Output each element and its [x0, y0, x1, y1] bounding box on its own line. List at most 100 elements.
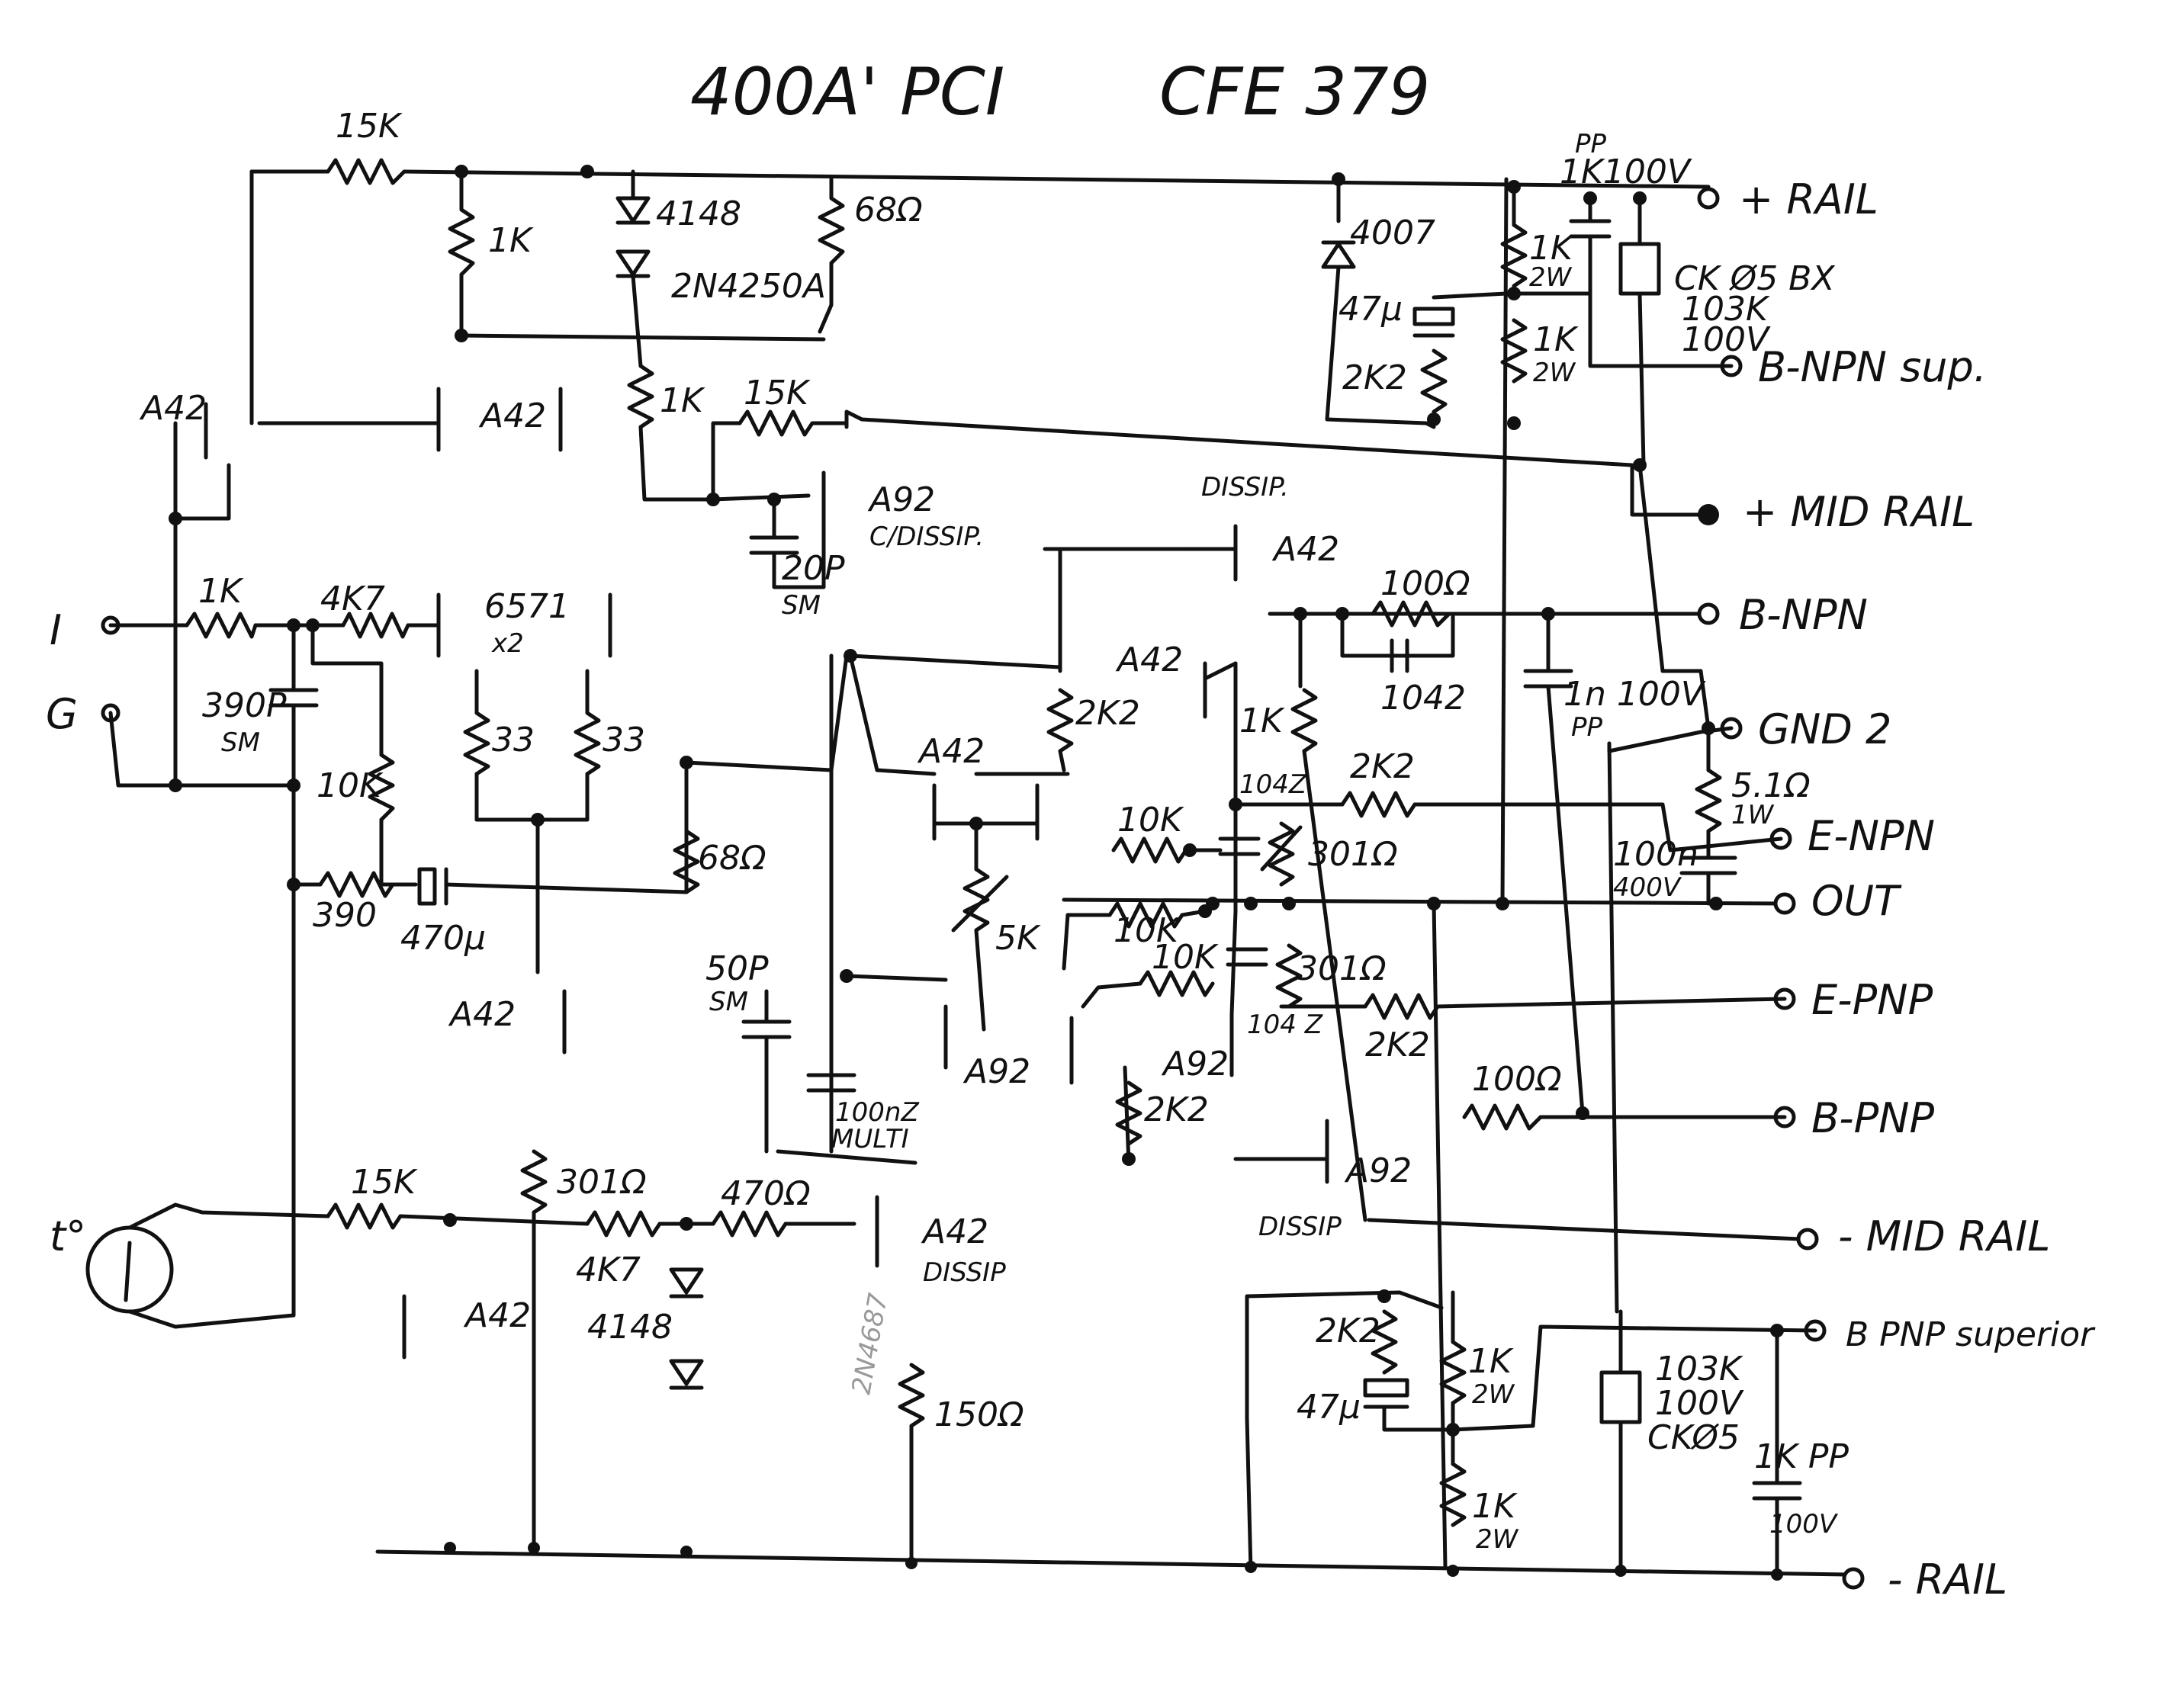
label-d-4148-bot: 4148	[587, 1308, 673, 1347]
resistor-1k-2w-a	[1500, 223, 1528, 288]
label-q-a42-bias: A42	[1115, 640, 1183, 679]
label-r-301-tail: 301Ω	[557, 1163, 647, 1202]
label-c-103k-bot: 103K	[1655, 1350, 1743, 1389]
differential-pair: 15K 1K A42 6571 x2 33 33 68	[326, 107, 849, 974]
label-r-2w-a: 2W	[1529, 262, 1573, 293]
resistor-2k2-bot-sup	[1371, 1309, 1398, 1375]
label-r-5-1: 5.1Ω	[1731, 766, 1811, 805]
label-plus-rail: + RAIL	[1739, 175, 1878, 223]
label-input-i: I	[50, 606, 62, 654]
resistor-10k-a	[1111, 836, 1188, 864]
label-r-150: 150Ω	[934, 1395, 1024, 1434]
resistor-15k-temp	[326, 1202, 403, 1230]
label-out: OUT	[1811, 877, 1902, 925]
label-c-390p-sm: SM	[221, 727, 260, 758]
resistor-2k2-vas	[1046, 688, 1074, 753]
label-e-npn: E-NPN	[1808, 812, 1935, 860]
resistor-2k2-e	[1290, 688, 1318, 753]
label-r-301-b: 301Ω	[1308, 835, 1398, 874]
diode-4148-a	[669, 1267, 704, 1295]
terminal-out[interactable]	[1773, 892, 1796, 915]
label-c-50p: 50P	[705, 949, 769, 988]
resistor-100-top	[1371, 600, 1451, 628]
diode-4148-top-b	[615, 249, 651, 277]
input-stage: 1K 4K7 390P SM 10K 390 470µ A42	[108, 389, 689, 1299]
label-d-4148-top: 4148	[656, 194, 741, 233]
terminal-minus-rail[interactable]	[1842, 1567, 1865, 1590]
label-b-pnp-superior: B PNP superior	[1846, 1315, 2096, 1354]
label-r-10k-a: 10K	[1117, 801, 1184, 840]
label-r-2k2-vas: 2K2	[1075, 694, 1140, 733]
label-c-400v: 400V	[1613, 872, 1682, 903]
resistor-1k-input	[185, 612, 258, 639]
label-c-104-2: 104 Z	[1247, 1010, 1323, 1040]
label-r-390: 390	[313, 896, 377, 935]
label-b-npn: B-NPN	[1739, 591, 1868, 639]
label-q-a42-driver-dissip: DISSIP	[923, 1257, 1006, 1288]
label-b-npn-sup: B-NPN sup.	[1758, 343, 1987, 391]
supply-top: 4007 47µ 2K2 1K 2W 1K 2W PP 1K100V CK Ø	[1321, 129, 1835, 730]
capacitor-47u-top	[1412, 307, 1455, 326]
resistor-15k-mid	[738, 409, 849, 437]
label-q-a42-tail: A42	[448, 995, 516, 1034]
label-c-pp-top: PP	[1575, 129, 1607, 159]
transistor-2n4250a	[818, 261, 834, 334]
label-temp: t°	[50, 1212, 86, 1260]
diode-4007	[1321, 242, 1356, 269]
resistor-2k2-bot	[1115, 1080, 1142, 1146]
label-c-100v-top: 100V	[1682, 320, 1771, 359]
label-r-10k-c: 10K	[1152, 938, 1219, 977]
resistor-15k-top	[326, 158, 407, 185]
label-r-2w-c: 2W	[1472, 1379, 1515, 1410]
label-r-68-right: 68Ω	[698, 839, 766, 878]
tail-current-source: A42 301Ω 15K 4K7 470Ω A42 4148	[85, 989, 856, 1554]
label-q-a42-temp: A42	[463, 1296, 531, 1335]
label-r-1w: 1W	[1731, 800, 1775, 830]
label-c-470u: 470µ	[400, 919, 486, 958]
label-q-2n4250a: 2N4250A	[671, 267, 826, 306]
terminal-plus-mid-rail[interactable]	[1698, 504, 1719, 525]
label-r-1k-input: 1K	[198, 572, 244, 611]
resistor-1k-2w-c	[1439, 1340, 1467, 1405]
potentiometer-5k	[962, 867, 990, 933]
diode-4148-top-a	[615, 196, 651, 223]
label-c-100v-bot: 100V	[1655, 1384, 1744, 1423]
label-q-dissip-top: DISSIP.	[1201, 472, 1289, 502]
bottom-rail-junctions	[444, 1542, 1783, 1581]
label-r-10k-b: 10K	[1114, 911, 1181, 950]
label-c-1k100v: 1K100V	[1560, 152, 1692, 191]
label-q-a92-cdissip-note: C/DISSIP.	[869, 522, 984, 552]
label-gnd2: GND 2	[1758, 705, 1891, 753]
label-r-2w-d: 2W	[1476, 1524, 1519, 1555]
label-c-104z-a: 104Z	[1239, 769, 1307, 800]
label-r-1k-2w-d: 1K	[1472, 1487, 1518, 1526]
terminal-minus-mid-rail[interactable]	[1796, 1228, 1819, 1250]
label-r-4k7-temp: 4K7	[576, 1250, 641, 1289]
label-q-a42-diff: A42	[478, 396, 546, 435]
label-c-47u-top: 47µ	[1338, 290, 1403, 329]
resistor-1k-2w-d	[1439, 1462, 1467, 1527]
vas-stage: 4148 2N4250A 68Ω 1K 15K A92 C/DISSIP. 20…	[615, 169, 1062, 1165]
label-r-1k-mid: 1K	[660, 381, 705, 420]
label-r-301-c: 301Ω	[1297, 949, 1387, 988]
label-input-g: G	[46, 690, 78, 738]
label-minus-mid-rail: - MID RAIL	[1838, 1212, 2050, 1260]
capacitor-ck05-bot	[1599, 1370, 1642, 1424]
label-r-100-top: 100Ω	[1380, 564, 1470, 603]
resistor-2k2-top-sup	[1420, 348, 1448, 414]
resistor-390	[318, 871, 395, 898]
terminals: + RAIL B-NPN sup. + MID RAIL B-NPN GND 2…	[46, 175, 2096, 1604]
label-q-a92-bias: A92	[962, 1052, 1030, 1091]
title-code: CFE 379	[1159, 54, 1430, 130]
resistor-100-bot	[1462, 1103, 1543, 1131]
resistor-1k-top	[448, 207, 475, 277]
terminal-plus-rail[interactable]	[1697, 187, 1720, 210]
label-r-2k2-bot-r: 2K2	[1365, 1026, 1430, 1064]
label-r-1k-2w-c: 1K	[1468, 1342, 1514, 1381]
label-c-ck05-bot: CKØ5	[1647, 1418, 1740, 1457]
resistor-33-right	[574, 711, 601, 776]
label-c-ck05: CK Ø5 BX	[1674, 259, 1835, 298]
terminal-b-npn[interactable]	[1697, 602, 1720, 625]
label-q-a42-vas: A42	[917, 732, 985, 771]
